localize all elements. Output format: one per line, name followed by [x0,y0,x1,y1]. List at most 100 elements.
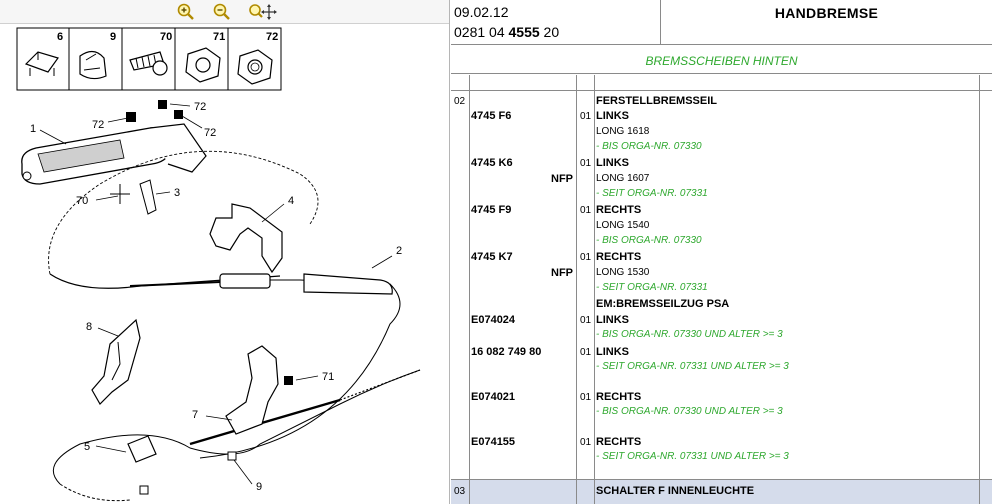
diagram-pane: 6 9 70 71 72 [0,0,450,504]
zoom-toolbar [0,0,449,24]
part-name: RECHTS [596,204,642,216]
sleeve-part-5[interactable] [127,435,157,463]
column-divider [594,75,595,504]
inset-label: 70 [160,31,172,43]
part-note: - SEIT ORGA-NR. 07331 [596,282,708,293]
clip-part-3[interactable] [110,179,157,215]
catalog-reference: 0281 04 4555 20 [454,24,559,40]
part-note: - SEIT ORGA-NR. 07331 UND ALTER >= 3 [596,451,789,462]
column-divider [594,480,595,504]
group-title: FERSTELLBREMSSEIL [596,95,718,107]
zoom-in-icon[interactable] [175,2,197,22]
part-info: LONG 1607 [596,173,650,184]
part-reference[interactable]: 16 082 749 80 [471,346,542,358]
part-note: - BIS ORGA-NR. 07330 [596,141,702,152]
part-quantity: 01 [580,252,592,263]
group-title: SCHALTER F INNENLEUCHTE [596,485,755,497]
zoom-pan-icon[interactable] [247,2,277,22]
catalog-reference-suffix: 20 [539,24,560,40]
column-divider [979,480,980,504]
nfp-badge: NFP [551,267,573,279]
part-reference[interactable]: 4745 F9 [471,204,512,216]
part-quantity: 01 [580,111,592,122]
marker-square [227,451,237,461]
part-quantity: 01 [580,437,592,448]
inset-label: 6 [57,31,63,43]
part-note: - SEIT ORGA-NR. 07331 UND ALTER >= 3 [596,361,789,372]
callout-3: 3 [174,187,180,199]
leader-lines [39,103,393,485]
zoom-out-icon[interactable] [211,2,233,22]
handbrake-lever[interactable] [21,100,207,185]
inset-box-71[interactable]: 71 [174,27,229,91]
section-title: BREMSSCHEIBEN HINTEN [645,54,798,68]
part-name: RECHTS [596,251,642,263]
exploded-parts-diagram: 6 9 70 71 72 [16,27,421,502]
column-divider [979,75,980,504]
catalog-date: 09.02.12 [454,4,509,20]
callout-72: 72 [92,119,104,131]
nfp-badge: NFP [551,173,573,185]
callout-4: 4 [288,195,294,207]
part-quantity: 01 [580,158,592,169]
part-note: - BIS ORGA-NR. 07330 UND ALTER >= 3 [596,406,783,417]
part-name: LINKS [596,157,629,169]
catalog-reference-bold: 4555 [508,24,540,40]
callout-72: 72 [204,127,216,139]
part-reference[interactable]: E074024 [471,314,516,326]
bracket-part-8[interactable] [91,318,141,405]
marker-square [139,485,149,495]
part-quantity: 01 [580,392,592,403]
part-info: LONG 1530 [596,267,650,278]
table-row-selected[interactable]: 03 SCHALTER F INNENLEUCHTE [451,479,992,504]
part-reference[interactable]: E074155 [471,436,516,448]
part-quantity: 01 [580,205,592,216]
inset-box-9[interactable]: 9 [68,27,123,91]
group-number: 02 [454,96,466,107]
part-note: - SEIT ORGA-NR. 07331 [596,188,708,199]
column-divider [469,75,470,504]
callout-8: 8 [86,321,92,333]
section-header: BREMSSCHEIBEN HINTEN [451,46,992,74]
header-divider [660,0,661,45]
part-note: - BIS ORGA-NR. 07330 UND ALTER >= 3 [596,329,783,340]
part-name: LINKS [596,314,629,326]
catalog-header: 09.02.12 0281 04 4555 20 HANDBREMSE [451,0,992,45]
part-quantity: 01 [580,347,592,358]
inset-label: 72 [266,31,278,43]
part-reference[interactable]: E074021 [471,391,516,403]
inset-label: 71 [213,31,225,43]
part-name: RECHTS [596,436,642,448]
part-info: LONG 1540 [596,220,650,231]
column-divider [576,75,577,504]
catalog-reference-prefix: 0281 04 [454,24,509,40]
page-title: HANDBREMSE [774,5,879,21]
inset-label: 9 [110,31,116,43]
part-reference[interactable]: 4745 K7 [471,251,513,263]
bracket-part-7[interactable] [225,345,293,435]
subgroup-title: EM:BREMSSEILZUG PSA [596,298,730,310]
part-info: LONG 1618 [596,126,650,137]
part-name: LINKS [596,346,629,358]
column-divider [576,480,577,504]
part-quantity: 01 [580,315,592,326]
part-name: LINKS [596,110,629,122]
callout-5: 5 [84,441,90,453]
part-reference[interactable]: 4745 K6 [471,157,513,169]
callout-72: 72 [194,101,206,113]
part-note: - BIS ORGA-NR. 07330 [596,235,702,246]
row-divider [451,90,992,91]
callout-1: 1 [30,123,36,135]
callout-9: 9 [256,481,262,493]
inset-box-70[interactable]: 70 [121,27,176,91]
callout-71: 71 [322,371,334,383]
callout-2: 2 [396,245,402,257]
group-number: 03 [454,486,466,497]
callout-7: 7 [192,409,198,421]
inset-box-6[interactable]: 6 [16,27,70,91]
brake-cable-routing[interactable] [48,150,421,502]
part-reference[interactable]: 4745 F6 [471,110,512,122]
column-divider [469,480,470,504]
callout-70: 70 [76,195,88,207]
inset-box-72[interactable]: 72 [227,27,282,91]
